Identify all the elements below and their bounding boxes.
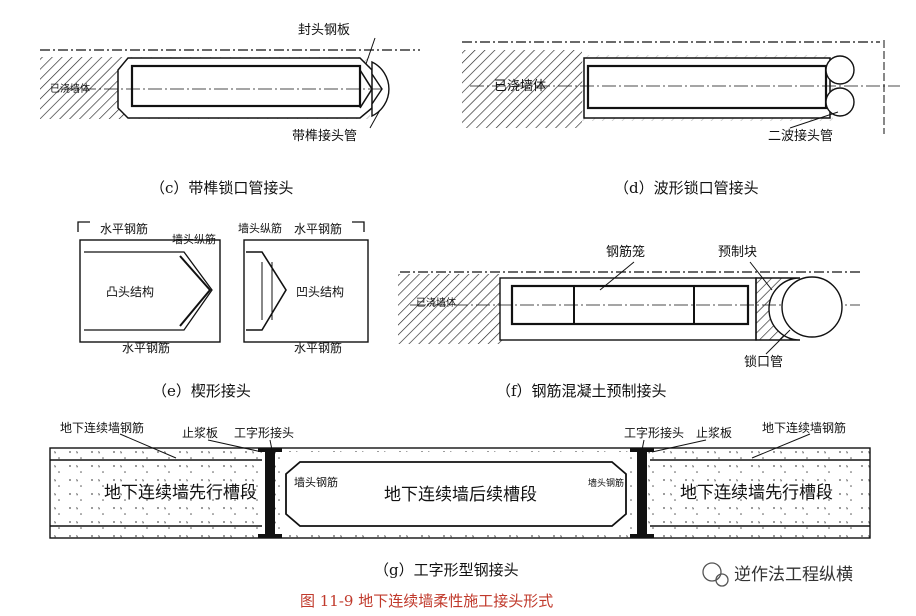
label-lock-pipe: 锁口管 xyxy=(744,354,783,370)
cast-wall xyxy=(462,50,582,128)
label-end-rebar-l: 墙头纵筋 xyxy=(172,232,216,246)
precast-block xyxy=(755,277,801,341)
cast-wall xyxy=(40,57,128,119)
rebar-cage xyxy=(586,64,828,110)
ibeam-right xyxy=(637,448,647,538)
label-end-rebar-r: 墙头纵筋 xyxy=(238,221,282,235)
caption-d: （d）波形锁口管接头 xyxy=(614,179,759,197)
new-panel xyxy=(117,57,373,119)
label-concave: 凹头结构 xyxy=(296,284,344,299)
lock-pipe xyxy=(781,276,843,338)
end-plate xyxy=(359,69,373,109)
watermark: 逆作法工程纵横 xyxy=(702,562,853,587)
cast-wall xyxy=(398,274,504,344)
caption-c: （c）带榫锁口管接头 xyxy=(150,179,293,197)
wave-pipe-bottom xyxy=(825,87,855,117)
label-ibeam-right: 工字形接头 xyxy=(624,425,684,440)
panel-g: 地下连续墙钢筋 止浆板 工字形接头 工字形接头 止浆板 地下连续墙钢筋 墙头钢筋… xyxy=(49,420,871,579)
wechat-icon xyxy=(702,562,722,582)
ibeam-left xyxy=(265,448,275,538)
figure-title: 图 11-9 地下连续墙柔性施工接头形式 xyxy=(300,592,553,610)
label-precast-block: 预制块 xyxy=(718,245,757,260)
label-later-panel: 地下连续墙后续槽段 xyxy=(384,485,537,505)
label-cast-wall: 已浇墙体 xyxy=(50,82,90,95)
caption-e: （e）楔形接头 xyxy=(152,382,251,400)
new-panel xyxy=(499,277,757,341)
later-cage xyxy=(285,461,627,527)
label-end-plate: 封头钢板 xyxy=(298,23,350,38)
label-rebar-right: 地下连续墙钢筋 xyxy=(762,420,846,435)
label-wave-pipe: 二波接头管 xyxy=(768,128,833,144)
panel-f: 钢筋笼 预制块 已浇墙体 锁口管 （f）钢筋混凝土预制接头 xyxy=(398,244,860,400)
label-first-panel-right: 地下连续墙先行槽段 xyxy=(680,483,833,503)
label-cast-wall: 已浇墙体 xyxy=(494,79,546,94)
label-plate-right: 止浆板 xyxy=(696,425,732,440)
label-tenon-pipe: 带榫接头管 xyxy=(292,128,357,144)
label-first-panel-left: 地下连续墙先行槽段 xyxy=(104,483,257,503)
panel-d: 已浇墙体 二波接头管 （d）波形锁口管接头 xyxy=(462,40,900,197)
label-cage: 钢筋笼 xyxy=(606,244,645,260)
caption-g: （g）工字形型钢接头 xyxy=(374,561,519,579)
convex-block xyxy=(79,239,221,343)
label-end-rebar-right: 墙头钢筋 xyxy=(588,477,624,489)
label-end-rebar-left: 墙头钢筋 xyxy=(294,475,338,489)
label-cast-wall: 已浇墙体 xyxy=(416,296,456,309)
label-h-rebar-br: 水平钢筋 xyxy=(294,340,342,355)
watermark-text: 逆作法工程纵横 xyxy=(734,565,853,585)
label-h-rebar-tr: 水平钢筋 xyxy=(294,221,342,236)
caption-f: （f）钢筋混凝土预制接头 xyxy=(496,382,667,400)
label-h-rebar-bl: 水平钢筋 xyxy=(122,340,170,355)
label-convex: 凸头结构 xyxy=(106,284,154,299)
rebar-cage xyxy=(130,64,362,108)
label-plate-left: 止浆板 xyxy=(182,425,218,440)
wave-pipe-top xyxy=(825,55,855,85)
panel-c: 封头钢板 已浇墙体 带榫接头管 （c）带榫锁口管接头 xyxy=(40,23,420,197)
label-rebar-left: 地下连续墙钢筋 xyxy=(60,420,144,435)
label-ibeam-left: 工字形接头 xyxy=(234,425,294,440)
label-h-rebar-tl: 水平钢筋 xyxy=(100,221,148,236)
panel-e: 水平钢筋 墙头纵筋 墙头纵筋 水平钢筋 凸头结构 凹头结构 水平钢筋 水平钢筋 … xyxy=(77,221,369,400)
tenon-pipe xyxy=(371,60,390,118)
